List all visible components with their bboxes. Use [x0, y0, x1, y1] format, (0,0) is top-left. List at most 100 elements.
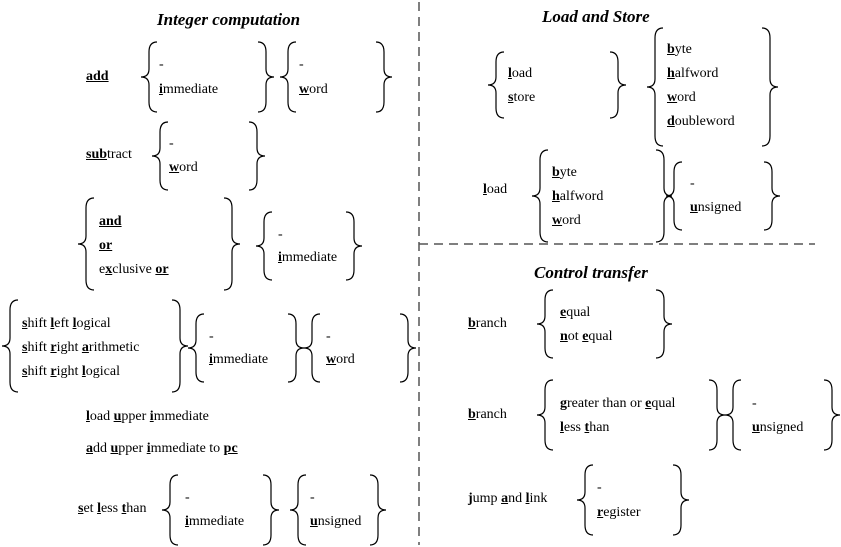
- bcmp-g2-open-brace: [724, 379, 742, 451]
- sub-word-key: w: [169, 160, 180, 175]
- shift-right-arithmetic: shift right arithmetic: [22, 341, 139, 355]
- slt-k3: t: [121, 501, 127, 516]
- jal-r2: nd: [508, 491, 526, 506]
- beq-g1-open-brace: [536, 289, 554, 359]
- auipc-r2: pper: [118, 441, 147, 456]
- ls-load-rest: oad: [511, 66, 533, 81]
- srl-k3: l: [81, 364, 86, 379]
- slt-r1: et: [83, 501, 98, 516]
- lui-k2: u: [113, 409, 122, 424]
- auipc-k4: pc: [223, 441, 238, 456]
- xor-mid: clusive: [112, 262, 156, 277]
- bcmp-g2-close-brace: [823, 379, 841, 451]
- add-g2-open-brace: [279, 41, 297, 113]
- slt-r2: ess: [100, 501, 122, 516]
- load-g2-close-brace: [763, 161, 781, 231]
- shift-left-logical: shift left logical: [22, 317, 111, 331]
- subtract-word-none: -: [169, 136, 174, 151]
- add-g1-close-brace: [257, 41, 275, 113]
- ls-load-key: l: [508, 66, 512, 81]
- logical-imm-key: i: [278, 250, 282, 265]
- subtract-op-label: subtract: [86, 148, 132, 162]
- lt-k1: l: [560, 420, 564, 435]
- ld-word-key: w: [552, 213, 563, 228]
- branch-equal: equal: [560, 306, 590, 320]
- shift-opt-immediate: immediate: [209, 353, 268, 367]
- ld-byte-rest: yte: [559, 165, 577, 180]
- ld-half-key: h: [552, 189, 560, 204]
- shift-g2-close-brace: [287, 313, 305, 383]
- shift-imm-key: i: [209, 352, 213, 367]
- sub-key: sub: [86, 147, 108, 162]
- logical-imm-none: -: [278, 227, 283, 242]
- shift-word-none: -: [326, 329, 331, 344]
- bcmp-g1-close-brace: [708, 379, 726, 451]
- bcmp-g1-open-brace: [536, 379, 554, 451]
- ls-byte-key: b: [667, 42, 675, 57]
- ls-dword-rest: oubleword: [674, 114, 735, 129]
- shift-g3-open-brace: [303, 313, 321, 383]
- lt-r1: ess: [563, 420, 585, 435]
- jal-r1: ump: [472, 491, 502, 506]
- ne-k1: n: [560, 329, 568, 344]
- ld-half-rest: alfword: [559, 189, 604, 204]
- control-transfer-title: Control transfer: [534, 263, 648, 282]
- jal-register-none: -: [597, 480, 602, 495]
- ls-dword-key: d: [667, 114, 675, 129]
- beq-rest: ranch: [475, 316, 507, 331]
- branch-less-than: less than: [560, 421, 609, 435]
- add-imm-rest: mmediate: [162, 82, 219, 97]
- bu-key: u: [752, 420, 760, 435]
- ls-doubleword: doubleword: [667, 115, 735, 129]
- slt-unsigned-none: -: [310, 490, 315, 505]
- sub-rest: tract: [107, 147, 132, 162]
- load-byte: byte: [552, 166, 577, 180]
- ld-word-rest: ord: [562, 213, 581, 228]
- slt-opt-unsigned: unsigned: [310, 515, 361, 529]
- load-upper-immediate: load upper immediate: [86, 410, 209, 424]
- ge-r2: qual: [651, 396, 676, 411]
- sll-k3: l: [72, 316, 77, 331]
- logical-or: or: [99, 239, 112, 253]
- sra-k3: a: [81, 340, 89, 355]
- load-g1-open-brace: [531, 149, 549, 243]
- srl-r3: ogical: [85, 364, 121, 379]
- xor-pre: e: [99, 262, 106, 277]
- sra-r3: rithmetic: [88, 340, 140, 355]
- ls-store: store: [508, 91, 535, 105]
- ne-k2: e: [582, 329, 589, 344]
- jal-r3: ink: [529, 491, 548, 506]
- sra-k1: s: [22, 340, 28, 355]
- sra-r2: ight: [56, 340, 82, 355]
- beq-g1-close-brace: [655, 289, 673, 359]
- add-word-none: -: [299, 57, 304, 72]
- set-less-than: set less than: [78, 502, 146, 516]
- slt-g1-open-brace: [161, 474, 179, 546]
- ls-word: word: [667, 91, 696, 105]
- auipc-k3: i: [146, 441, 151, 456]
- ls-g2-open-brace: [646, 27, 664, 147]
- shift-imm-none: -: [209, 329, 214, 344]
- lui-r1: oad: [89, 409, 114, 424]
- subtract-g1-close-brace: [248, 121, 266, 191]
- ld-uns-key: u: [690, 200, 698, 215]
- ls-half-rest: alfword: [674, 66, 719, 81]
- slt-imm-none: -: [185, 490, 190, 505]
- slt-uns-rest: nsigned: [317, 514, 362, 529]
- load-g2-open-brace: [665, 161, 683, 231]
- jal-k3: l: [525, 491, 530, 506]
- and-text: and: [99, 214, 122, 229]
- ls-byte: byte: [667, 43, 692, 57]
- ne-r2: qual: [588, 329, 613, 344]
- shift-g3-close-brace: [399, 313, 417, 383]
- jalr-rest: egister: [603, 505, 641, 520]
- lui-k1: l: [86, 409, 90, 424]
- shift-right-logical: shift right logical: [22, 365, 120, 379]
- shift-opt-word: word: [326, 353, 355, 367]
- ls-store-rest: tore: [513, 90, 536, 105]
- logical-imm-rest: mmediate: [281, 250, 338, 265]
- xor-or: or: [155, 262, 169, 277]
- bcmp-rest: ranch: [475, 407, 507, 422]
- auipc-r3: mmediate to: [150, 441, 224, 456]
